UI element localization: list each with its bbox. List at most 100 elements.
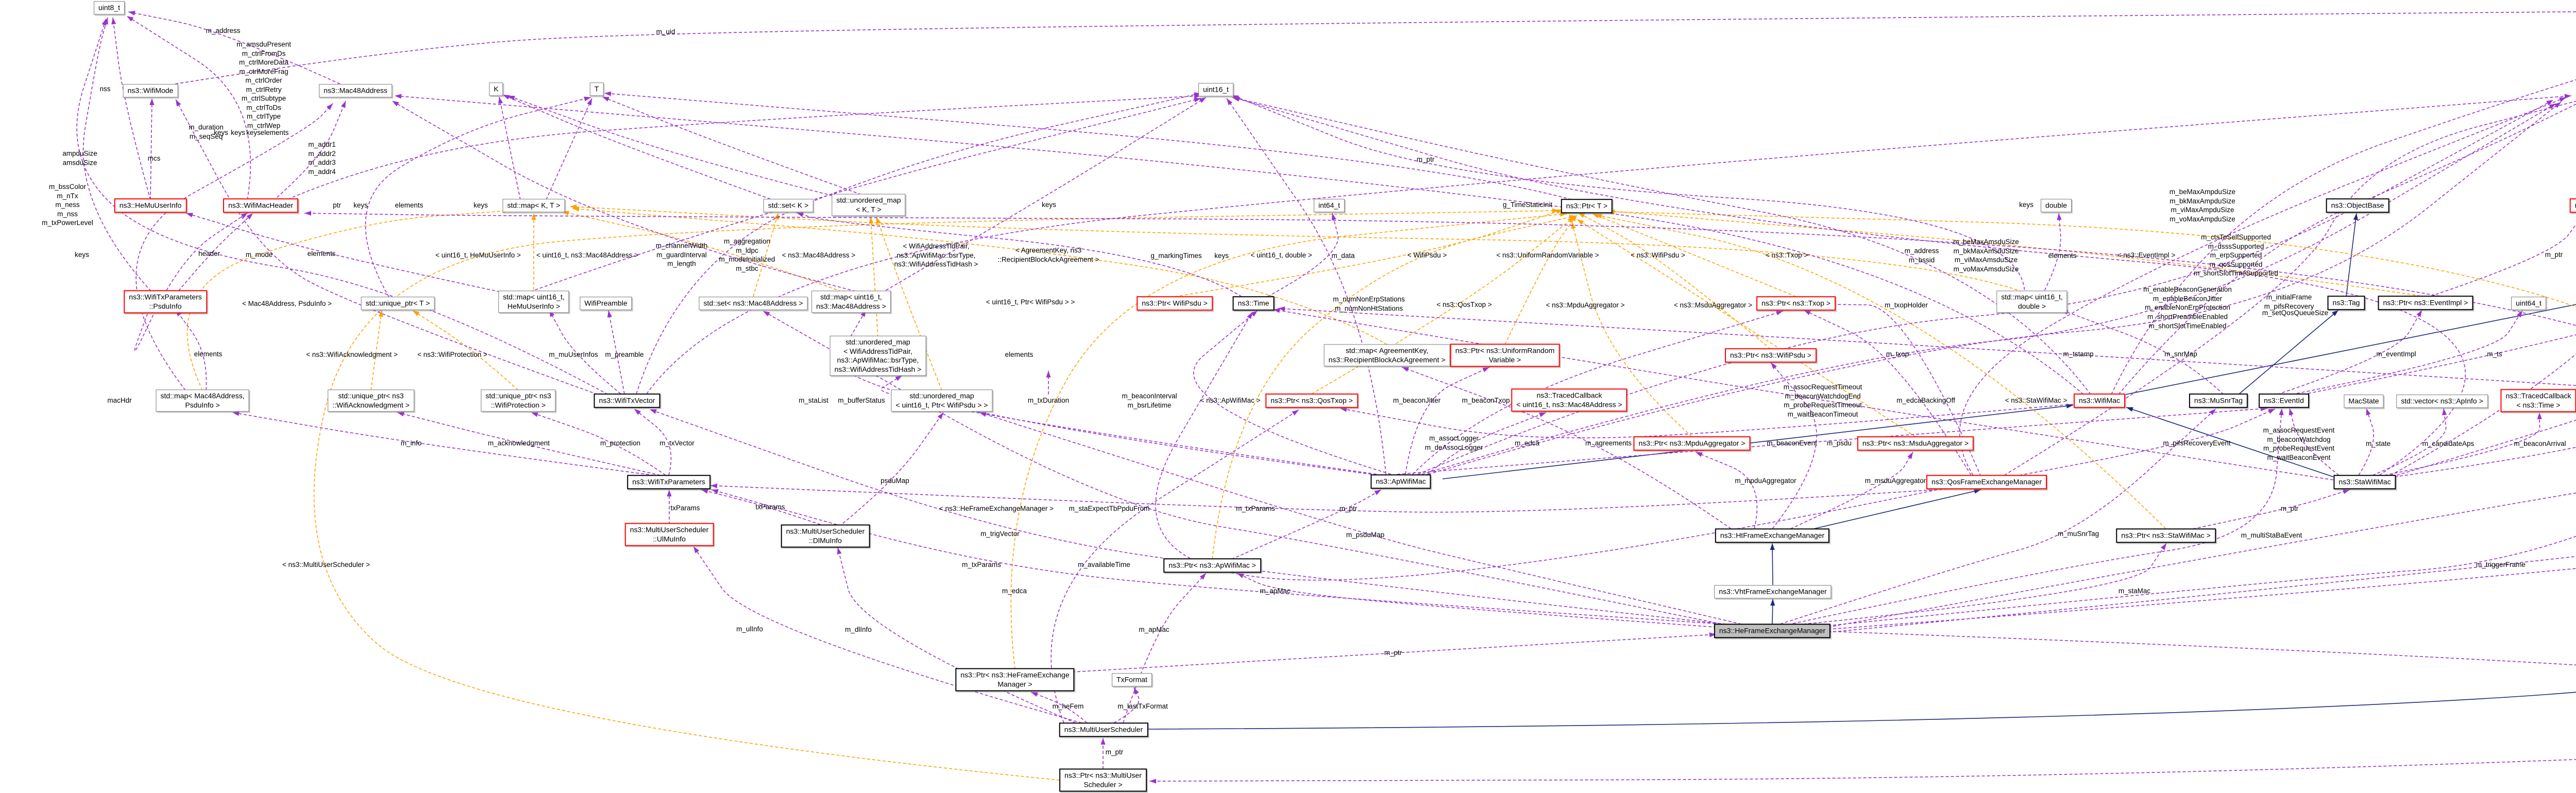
class-node-ns3-hemuuserinfo[interactable]: ns3::HeMuUserInfo <box>114 198 187 213</box>
class-node-ns3-mac48address[interactable]: ns3::Mac48Address <box>319 84 392 97</box>
class-node-std-map-uint16-t-double[interactable]: std::map< uint16_t, double > <box>1996 290 2067 313</box>
class-node-ns3-ptr-ns3-mpduaggregator[interactable]: ns3::Ptr< ns3::MpduAggregator > <box>1633 436 1751 451</box>
edge-arrowhead <box>246 213 253 220</box>
class-node-ns3-ptr-ns3-heframeexchange-manager[interactable]: ns3::Ptr< ns3::HeFrameExchange Manager > <box>955 668 1075 692</box>
edge-arrowhead <box>774 213 779 220</box>
class-node-ns3-ptr-wifipsdu[interactable]: ns3::Ptr< WifiPsdu > <box>1137 296 1213 311</box>
class-node-ns3-ptr-ns3-msduaggregator[interactable]: ns3::Ptr< ns3::MsduAggregator > <box>1857 436 1974 451</box>
member-edge <box>365 97 591 298</box>
class-node-std-set-ns3-mac48address[interactable]: std::set< ns3::Mac48Address > <box>699 297 808 310</box>
class-node-std-unique-ptr-t[interactable]: std::unique_ptr< T > <box>361 297 435 310</box>
class-node-ns3-multiuserscheduler-ulmuinfo[interactable]: ns3::MultiUserScheduler ::UlMuInfo <box>624 523 714 546</box>
class-node-ns3-ptr-ns3-txop[interactable]: ns3::Ptr< ns3::Txop > <box>1756 296 1836 311</box>
class-node-ns3-ptr-ns3-uniformrandom-variable[interactable]: ns3::Ptr< ns3::UniformRandom Variable > <box>1450 343 1560 367</box>
class-node-macstate[interactable]: MacState <box>2344 394 2384 408</box>
class-node-ns3-tracedcallback-uint16-t-ns3-mac48address[interactable]: ns3::TracedCallback < uint16_t, ns3::Mac… <box>1511 388 1628 412</box>
class-node-int64-t[interactable]: int64_t <box>1313 199 1345 212</box>
edge-arrowhead <box>837 547 842 555</box>
edge-arrowhead <box>2057 213 2062 220</box>
class-node-current-ns3-heframeexchangemanager[interactable]: ns3::HeFrameExchangeManager <box>1714 624 1831 638</box>
member-edge <box>392 100 871 296</box>
class-node-ns3-wifimacheader[interactable]: ns3::WifiMacHeader <box>223 198 299 213</box>
class-node-ns3-ptr-ns3-wifipsdu[interactable]: ns3::Ptr< ns3::WifiPsdu > <box>1725 348 1817 363</box>
edge-arrowhead <box>1571 215 1577 222</box>
edge-arrowhead <box>1907 452 1913 459</box>
class-node-ns3-apwifimac[interactable]: ns3::ApWifiMac <box>1370 474 1431 489</box>
class-node-k[interactable]: K <box>489 82 503 96</box>
edge-arrowhead <box>2289 408 2294 416</box>
class-node-ns3-wifimode[interactable]: ns3::WifiMode <box>123 84 178 97</box>
class-node-ns3-ptr-ns3-qostxop[interactable]: ns3::Ptr< ns3::QosTxop > <box>1265 393 1358 408</box>
edge-arrowhead <box>979 412 987 417</box>
class-node-std-unordered-map-wifiaddresstidpair-ns3-apwifimac-bsrtype-ns3-wifiaddresstidhash[interactable]: std::unordered_map < WifiAddressTidPair,… <box>829 336 926 376</box>
member-edge <box>499 96 521 200</box>
class-node-ns3-eventid[interactable]: ns3::EventId <box>2259 393 2309 408</box>
class-node-ns3-qosframeexchangemanager[interactable]: ns3::QosFrameExchangeManager <box>1926 475 2047 489</box>
edge-arrowhead <box>1804 310 1811 315</box>
edge-arrowhead <box>2517 311 2522 318</box>
class-node-ns3-time[interactable]: ns3::Time <box>1232 296 1275 311</box>
class-node-std-map-k-t[interactable]: std::map< K, T > <box>502 199 565 212</box>
edge-arrowhead <box>2353 213 2358 220</box>
member-edge <box>112 17 151 200</box>
edge-arrowhead <box>711 489 719 494</box>
class-node-ns3-wifitxvector[interactable]: ns3::WifiTxVector <box>594 393 660 408</box>
class-node-std-map-uint16-t-ns3-mac48address[interactable]: std::map< uint16_t, ns3::Mac48Address > <box>811 290 891 313</box>
class-node-ns3-htframeexchangemanager[interactable]: ns3::HtFrameExchangeManager <box>1715 528 1830 543</box>
class-node-uint8-t[interactable]: uint8_t <box>93 1 125 14</box>
template-edge <box>1595 214 2166 529</box>
member-edge <box>2192 489 2350 529</box>
class-node-uint64-t[interactable]: uint64_t <box>2511 297 2546 310</box>
member-edge <box>701 489 826 527</box>
class-node-uint16-t[interactable]: uint16_t <box>1198 83 1233 96</box>
edge-arrowhead <box>2416 310 2422 317</box>
class-node-t[interactable]: T <box>589 82 604 96</box>
class-node-ns3-ptr-ns3-apwifimac[interactable]: ns3::Ptr< ns3::ApWifiMac > <box>1163 558 1261 573</box>
class-node-ns3-multiuserscheduler-dlmuinfo[interactable]: ns3::MultiUserScheduler ::DlMuInfo <box>781 524 870 548</box>
edge-arrowhead <box>531 412 538 417</box>
member-edge <box>76 18 608 395</box>
member-edge <box>1827 536 2576 626</box>
class-node-ns3-ptr-ns3-eventimpl[interactable]: ns3::Ptr< ns3::EventImpl > <box>2378 296 2473 310</box>
edge-arrowhead <box>876 217 881 224</box>
class-node-ns3-vhtframeexchangemanager[interactable]: ns3::VhtFrameExchangeManager <box>1714 585 1832 598</box>
class-node-std-unordered-map-k-t[interactable]: std::unordered_map < K, T > <box>832 194 906 216</box>
member-edge <box>1421 103 2556 475</box>
class-node-ns3-wifitxparameters[interactable]: ns3::WifiTxParameters <box>627 475 710 489</box>
class-node-ns3-multiuserscheduler[interactable]: ns3::MultiUserScheduler <box>1059 722 1148 737</box>
class-node-ns3-objectbase[interactable]: ns3::ObjectBase <box>2326 198 2389 213</box>
class-node-ns3-ptr-ns3-stawifimac[interactable]: ns3::Ptr< ns3::StaWifiMac > <box>2116 528 2216 543</box>
member-edge <box>1193 310 1392 475</box>
class-node-std-unordered-map-uint16-t-ptr-wifipsdu[interactable]: std::unordered_map < uint16_t, Ptr< Wifi… <box>891 389 993 412</box>
member-edge <box>1072 634 1717 673</box>
class-node-txformat[interactable]: TxFormat <box>1112 673 1152 686</box>
class-node-ns3-tag[interactable]: ns3::Tag <box>2327 296 2365 310</box>
class-node-std-unique-ptr-ns3-wifiacknowledgment[interactable]: std::unique_ptr< ns3 ::WifiAcknowledgmen… <box>328 389 414 412</box>
class-node-std-set-k[interactable]: std::set< K > <box>763 199 814 212</box>
edge-arrowhead <box>413 311 420 316</box>
class-node-std-map-uint16-t-hemuuserinfo[interactable]: std::map< uint16_t, HeMuUserInfo > <box>498 290 569 313</box>
member-edge <box>549 309 621 394</box>
class-node-std-map-agreementkey-ns3-recipientblockackagreement[interactable]: std::map< AgreementKey, ns3::RecipientBl… <box>1324 344 1450 367</box>
member-edge <box>2277 309 2422 395</box>
edge-arrowhead <box>2160 543 2166 550</box>
class-node-ns3-ptr-ns3-multiuser-scheduler[interactable]: ns3::Ptr< ns3::MultiUser Scheduler > <box>1059 768 1147 792</box>
class-node-ns3-tracedcallback-ns3-time[interactable]: ns3::TracedCallback < ns3::Time > <box>2500 389 2576 412</box>
class-node-wifipreamble[interactable]: WifiPreamble <box>580 297 632 310</box>
edge-arrowhead <box>1273 308 1280 313</box>
edge-arrowhead <box>710 483 718 489</box>
edge-arrowhead <box>1770 599 1775 606</box>
member-edge <box>2004 100 2576 476</box>
class-node-ns3-wifimac[interactable]: ns3::WifiMac <box>2073 393 2126 408</box>
class-node-ns3-eventimpl[interactable]: ns3::EventImpl <box>2569 198 2576 213</box>
member-edge <box>126 15 251 200</box>
class-node-std-map-mac48address-psduinfo[interactable]: std::map< Mac48Address, PsduInfo > <box>156 389 249 412</box>
class-node-std-vector-ns3-apinfo[interactable]: std::vector< ns3::ApInfo > <box>2396 394 2488 408</box>
class-node-double[interactable]: double <box>2040 199 2072 212</box>
member-edge <box>2384 412 2540 476</box>
class-node-std-unique-ptr-ns3-wifiprotection[interactable]: std::unique_ptr< ns3 ::WifiProtection > <box>481 389 556 412</box>
class-node-ns3-ptr-t[interactable]: ns3::Ptr< T > <box>1561 199 1613 213</box>
class-node-ns3-musnrtag[interactable]: ns3::MuSnrTag <box>2189 393 2248 408</box>
class-node-ns3-wifitxparameters-psduinfo[interactable]: ns3::WifiTxParameters ::PsduInfo <box>124 290 207 314</box>
class-node-ns3-stawifimac[interactable]: ns3::StaWifiMac <box>2333 475 2396 489</box>
